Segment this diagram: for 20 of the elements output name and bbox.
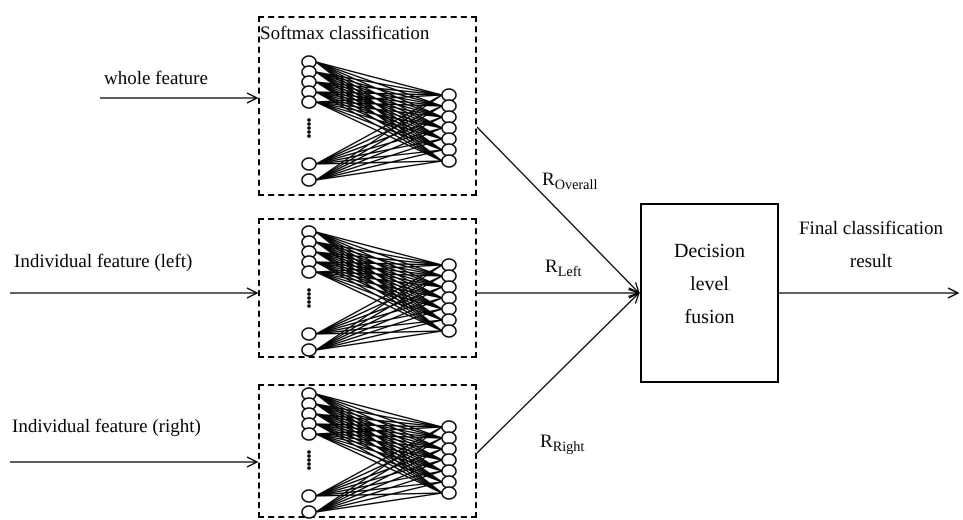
dashed-box	[258, 218, 477, 358]
edge-label: Final classification result	[798, 217, 944, 274]
arrow	[10, 287, 258, 299]
box-text: Decision level fusion	[672, 239, 746, 330]
arrow	[779, 287, 959, 299]
dashed-box	[258, 384, 477, 518]
edge-label: Individual feature (left)	[14, 250, 194, 274]
edge-label: R$_{Right}$	[540, 430, 586, 457]
edge-label: whole feature	[104, 67, 209, 91]
edge-label: Individual feature (right)	[12, 415, 202, 439]
arrow	[476, 126, 640, 294]
dashed-box	[258, 16, 477, 196]
edge-label: R$_{Overall}$	[542, 168, 598, 195]
process-box	[640, 203, 779, 383]
arrow	[476, 292, 640, 454]
box-heading: Softmax classification	[260, 22, 430, 46]
edge-label: R$_{Left}$	[545, 255, 582, 282]
arrow	[100, 92, 258, 104]
arrow	[10, 456, 258, 468]
arrow	[477, 287, 640, 299]
